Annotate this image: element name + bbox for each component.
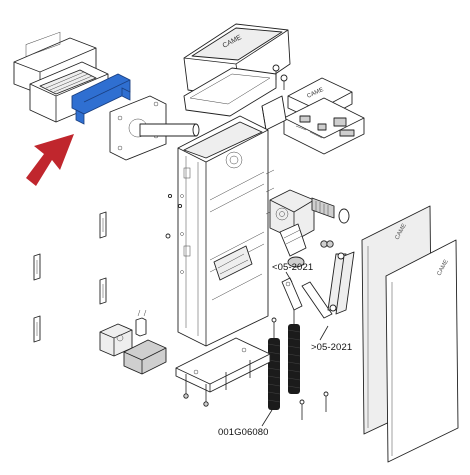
- small-bracket-3: [99, 277, 107, 305]
- gear-motor-part: [269, 189, 350, 268]
- spring-right: [287, 324, 301, 394]
- pointer-arrow-icon: [26, 134, 74, 186]
- capacitor-part: [135, 309, 147, 337]
- encoder-box-part: [123, 339, 167, 375]
- control-board-part: [283, 97, 365, 155]
- label-before-date: <05-2021: [272, 262, 314, 273]
- label-after-date: >05-2021: [311, 342, 353, 353]
- cabinet-part: [177, 115, 269, 347]
- transformer-part: [99, 323, 133, 357]
- label-part-code: 001G06080: [218, 427, 269, 438]
- arm-flange-part: [109, 95, 200, 161]
- small-bracket-4: [33, 315, 41, 343]
- link-rod-part: [301, 251, 355, 319]
- highlighted-bracket-part: [71, 73, 131, 125]
- door-panel-front: CAME: [385, 239, 459, 463]
- spring-left: [267, 338, 281, 410]
- key-cover-part: [13, 31, 97, 95]
- small-bracket-2: [33, 253, 41, 281]
- lever-old-part: [281, 277, 303, 311]
- cover-gasket-part: [183, 67, 277, 117]
- base-plate-part: [175, 337, 271, 407]
- board-bracket-part: [261, 95, 287, 131]
- motor-nuts: [320, 240, 334, 248]
- cover-screws: [272, 64, 288, 90]
- small-bracket-1: [99, 211, 107, 239]
- leader-lines: [261, 271, 329, 427]
- spring-rods: [271, 310, 329, 420]
